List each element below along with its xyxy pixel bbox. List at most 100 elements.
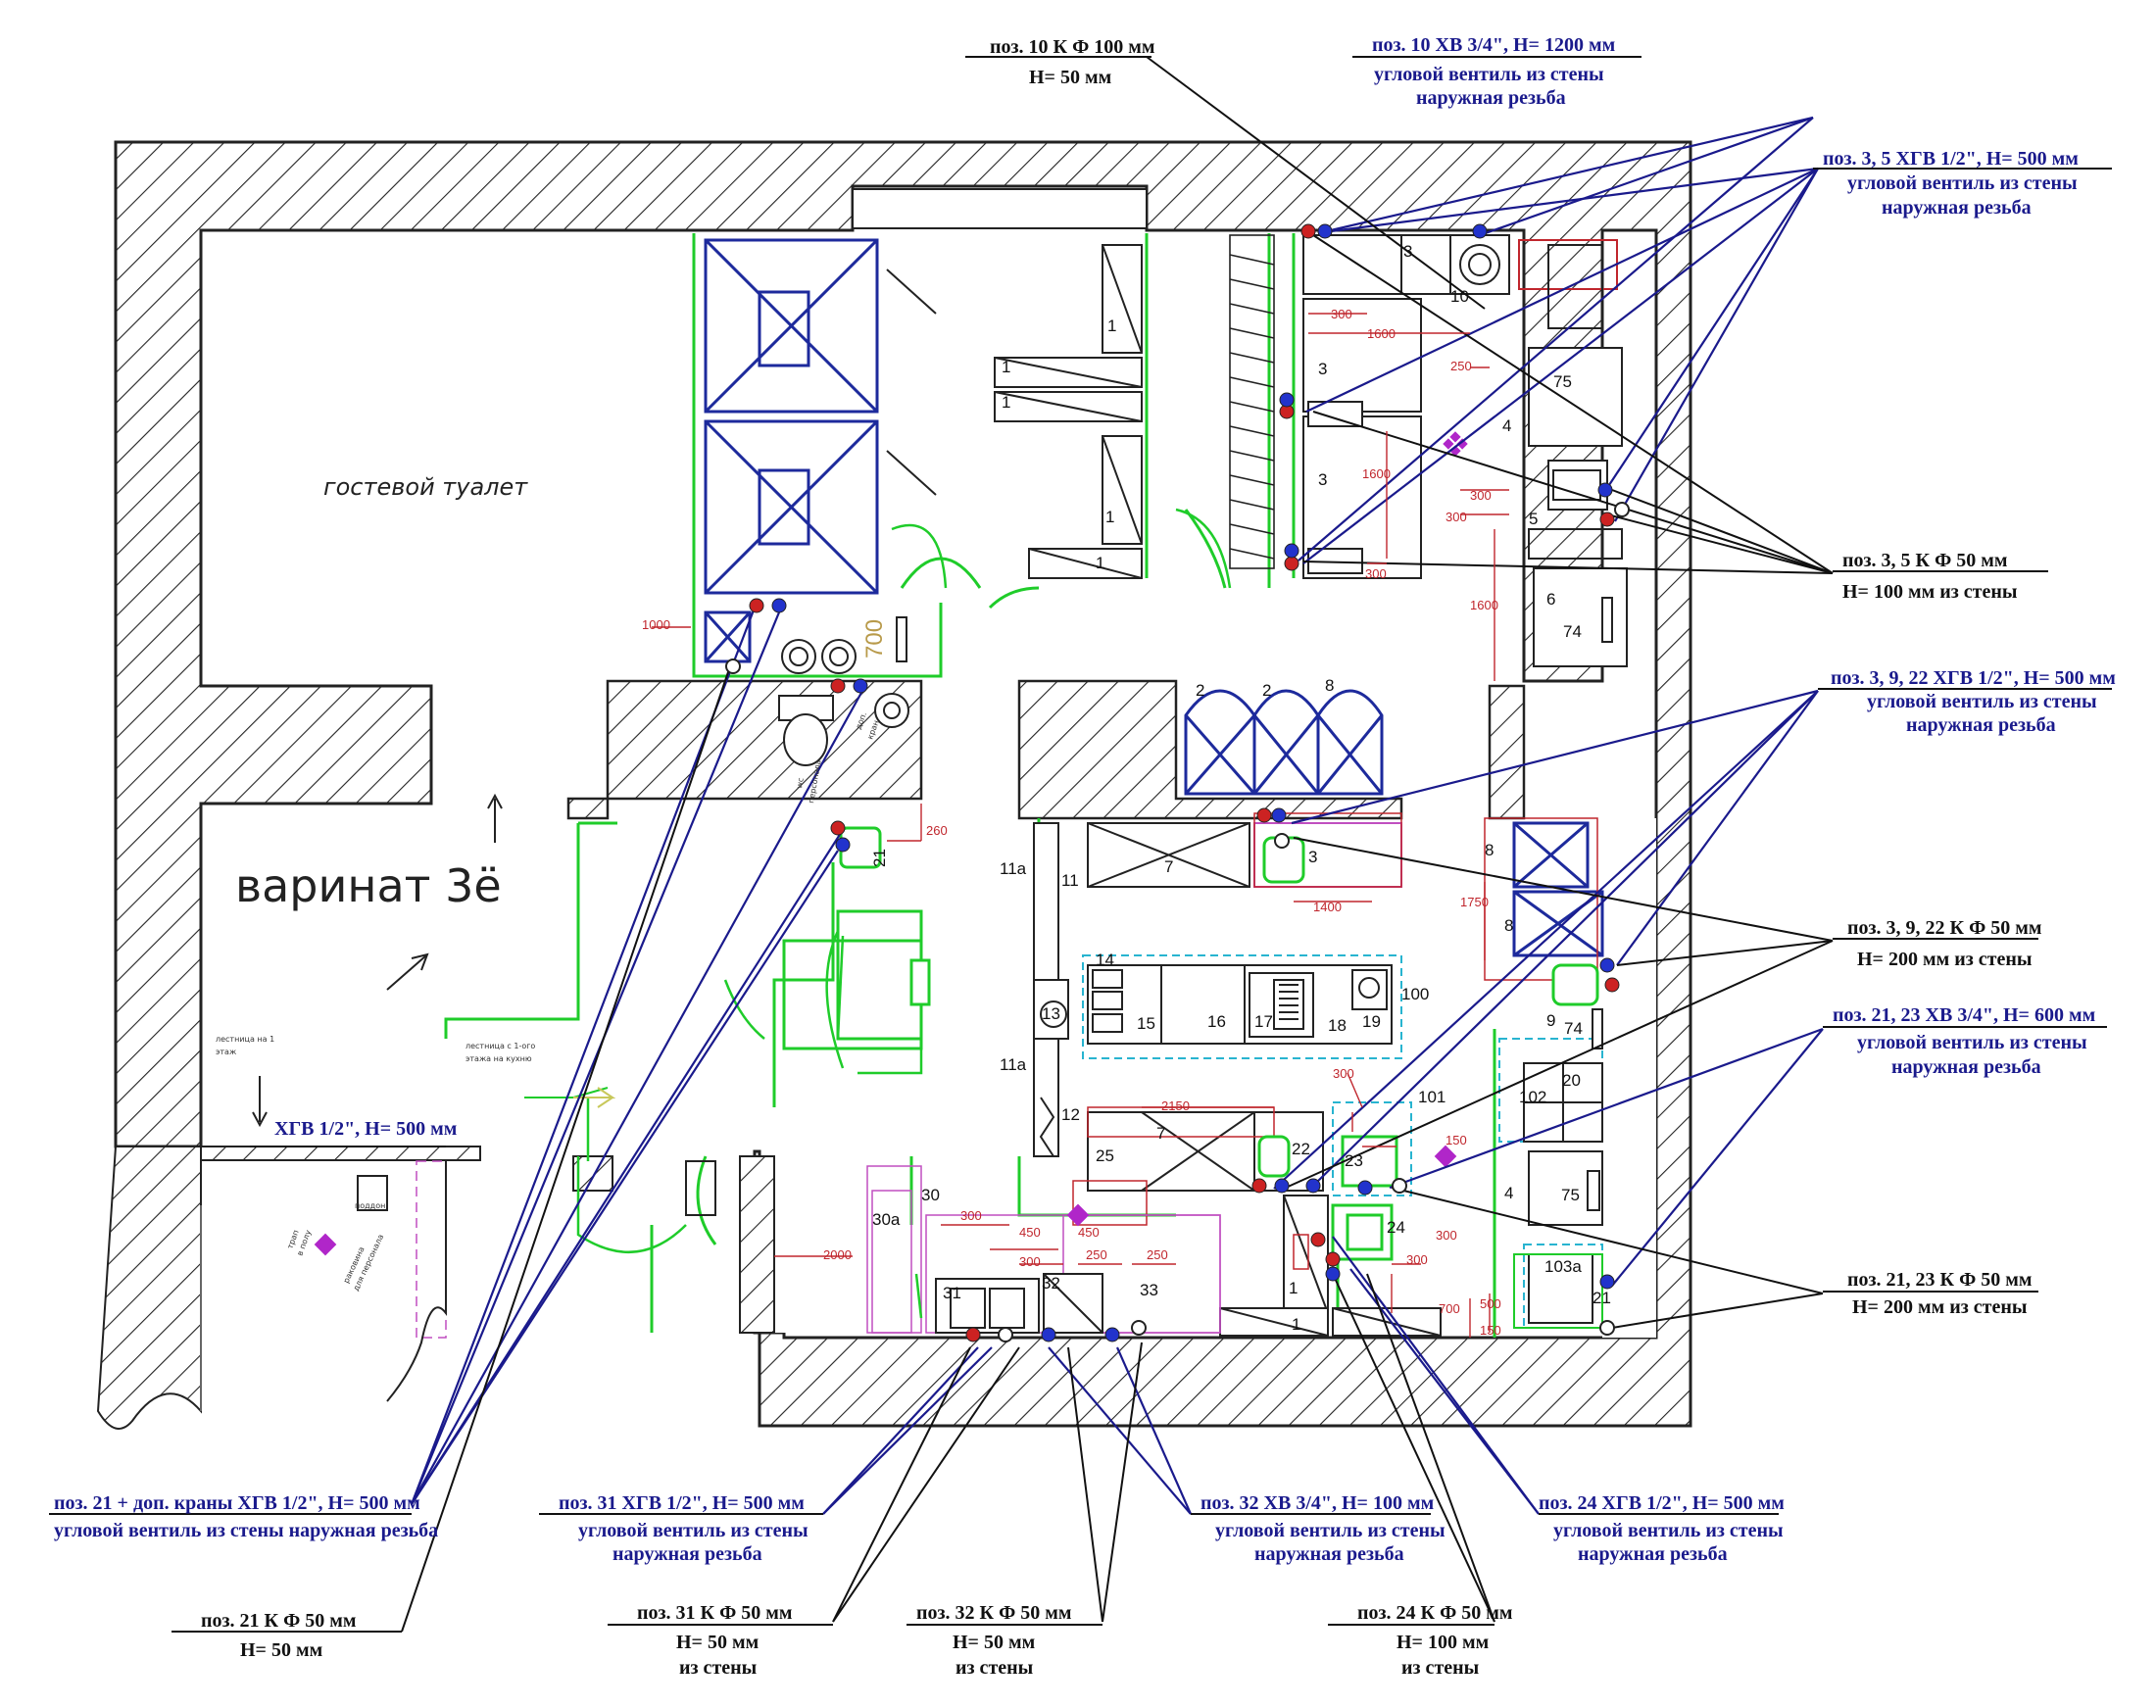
item-32: 32 [1042,1274,1060,1293]
dim-300d: 300 [1446,510,1467,524]
item-6: 6 [1546,590,1555,609]
item-12: 12 [1061,1105,1080,1124]
item-11: 11 [1061,871,1079,890]
annotation-title: поз. 31 ХГВ 1/2", Н= 500 мм [559,1492,805,1514]
dim-300e: 300 [1333,1066,1354,1081]
dim-300g: 300 [1019,1254,1041,1269]
annotation-sub: Н= 200 мм из стены [1857,949,2033,970]
item-8: 8 [1485,841,1494,859]
top-opening [852,188,1148,229]
green-sinks [782,826,1599,1261]
annotation-sub: наружная резьба [1882,197,2032,219]
annotation-title: поз. 10 ХВ 3/4", Н= 1200 мм [1372,34,1615,56]
stair-note: лестница на 1 [216,1035,274,1044]
annotation-title: поз. 21 К Ф 50 мм [201,1610,357,1632]
bottom-sinks [935,1273,1103,1334]
dim-1000: 1000 [642,617,670,632]
item-2: 2 [1196,681,1204,700]
item-8: 8 [1504,916,1513,935]
item-5: 5 [1529,510,1538,528]
item-1: 1 [1002,393,1010,412]
item-1: 1 [1107,317,1116,335]
valve-points [725,223,1630,1342]
item-24: 24 [1387,1218,1405,1237]
item-100: 100 [1401,985,1429,1003]
item-8: 8 [1325,676,1334,695]
annotation-title: поз. 21 + доп. краны ХГВ 1/2", Н= 500 мм [54,1492,420,1514]
item-23: 23 [1345,1151,1363,1170]
annotation-sub: Н= 100 мм [1396,1632,1489,1653]
annotation-sub: наружная резьба [1906,714,2056,736]
equipment [200,234,1628,1411]
stair-note: этажа на кухню [466,1054,532,1063]
dimension-lines [652,313,1509,1338]
dim-2150: 2150 [1161,1098,1190,1113]
dim-150b: 150 [1480,1323,1501,1338]
stair-note: этаж [216,1048,236,1056]
item-1: 1 [1096,554,1104,572]
item-33: 33 [1140,1281,1158,1299]
dim-1750: 1750 [1460,895,1489,909]
stair-arrows [252,793,503,1128]
dim-300a: 300 [1331,307,1352,321]
inner-wall-left [566,679,923,820]
dim-1600b: 1600 [1362,466,1391,481]
item-3: 3 [1318,470,1327,489]
annotation-title: ХГВ 1/2", Н= 500 мм [274,1118,457,1140]
item-74: 74 [1563,622,1582,641]
annotation-sub: угловой вентиль из стены [1553,1520,1784,1541]
annotation-title: поз. 10 К Ф 100 мм [990,36,1155,58]
dim-700: 700 [861,619,888,659]
item-4: 4 [1502,416,1511,435]
dim-300i: 300 [1406,1252,1428,1267]
annotation-sub: наружная резьба [1578,1543,1728,1565]
annotation-sub: угловой вентиль из стены [1847,172,2078,194]
annotation-sub: угловой вентиль из стены наружная резьба [54,1520,438,1541]
item-7: 7 [1156,1124,1165,1143]
dim-300c: 300 [1470,488,1492,503]
dim-300f: 300 [960,1208,982,1223]
annotation-sub: угловой вентиль из стены [1215,1520,1446,1541]
annotation-title: поз. 21, 23 ХВ 3/4", Н= 600 мм [1833,1004,2095,1026]
annotation-rules [49,56,2112,1633]
item-30: 30 [921,1186,940,1204]
annotation-sub: Н= 50 мм [1029,67,1111,88]
item-numbers: 1 1 1 1 1 1 1 2 2 8 3 3 3 3 4 4 5 6 74 7… [870,242,1611,1334]
item-75: 75 [1561,1186,1580,1204]
item-16: 16 [1207,1012,1226,1031]
annotation-title: поз. 21, 23 К Ф 50 мм [1847,1269,2033,1291]
dim-300h: 300 [1436,1228,1457,1243]
item-22: 22 [1292,1140,1310,1158]
landing-wall [200,1146,481,1161]
radiator [1229,234,1275,569]
item-31: 31 [943,1284,961,1302]
annotation-title: поз. 3, 5 ХГВ 1/2", Н= 500 мм [1823,148,2079,170]
left-lower-wall [96,1146,202,1430]
item-1: 1 [1292,1315,1300,1334]
dim-1400: 1400 [1313,900,1342,914]
annotation-title: поз. 3, 5 К Ф 50 мм [1842,550,2008,571]
item-18: 18 [1328,1016,1347,1035]
dim-500: 500 [1480,1296,1501,1311]
item-11a: 11а [1000,1055,1027,1074]
item-19: 19 [1362,1012,1381,1031]
work-tables [1033,822,1442,1339]
item-102: 102 [1519,1088,1546,1106]
item-13: 13 [1042,1004,1060,1023]
dim-1600a: 1600 [1367,326,1396,341]
item-3: 3 [1318,360,1327,378]
item-17: 17 [1254,1012,1273,1031]
item-21: 21 [1592,1289,1611,1307]
item-75: 75 [1553,372,1572,391]
dim-450b: 450 [1078,1225,1100,1240]
annotations: поз. 10 К Ф 100 мм Н= 50 мм поз. 10 ХВ 3… [54,34,2116,1679]
dim-260: 260 [926,823,948,838]
annotation-title: поз. 3, 9, 22 К Ф 50 мм [1847,917,2042,939]
dim-250b: 250 [1086,1247,1107,1262]
tray-label: поддон [355,1201,385,1210]
variant-label: варинат 3ё [235,859,502,912]
annotation-sub: угловой вентиль из стены [1374,64,1604,85]
annotation-sub: Н= 100 мм из стены [1842,581,2018,603]
stair-note: лестница с 1-ого [466,1042,535,1050]
